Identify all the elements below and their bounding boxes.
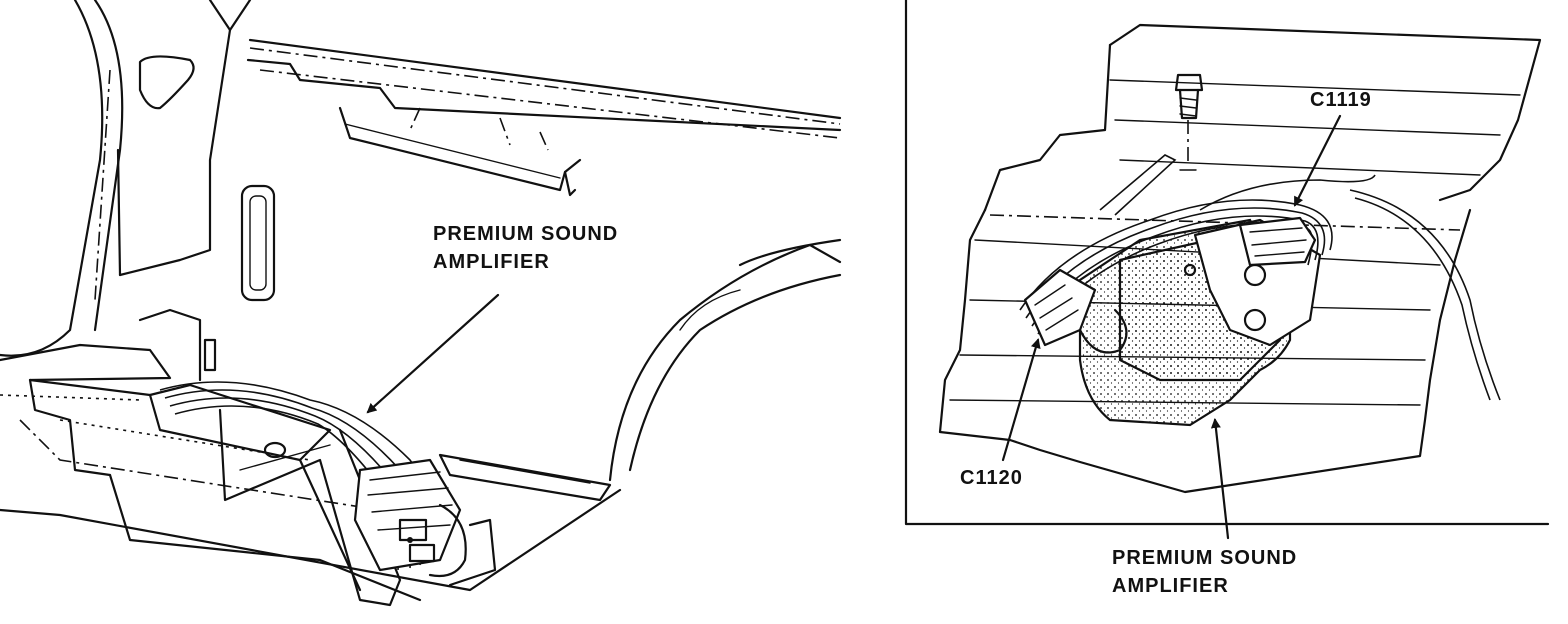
c1120-arrow: [1001, 338, 1041, 462]
connector-label-c1119: C1119: [1310, 89, 1372, 111]
left-callout-line1: PREMIUM SOUND: [433, 223, 618, 245]
left-callout-arrow: [366, 293, 500, 414]
right-callout-line1: PREMIUM SOUND: [1112, 547, 1297, 569]
c1119-arrow: [1293, 114, 1342, 207]
right-view-drawing: [904, 0, 1550, 540]
left-callout-line2: AMPLIFIER: [433, 251, 550, 273]
connector-label-c1120: C1120: [960, 467, 1023, 489]
right-callout-line2: AMPLIFIER: [1112, 575, 1229, 597]
left-view-drawing: [0, 0, 842, 607]
right-amplifier-arrow: [1210, 418, 1230, 540]
